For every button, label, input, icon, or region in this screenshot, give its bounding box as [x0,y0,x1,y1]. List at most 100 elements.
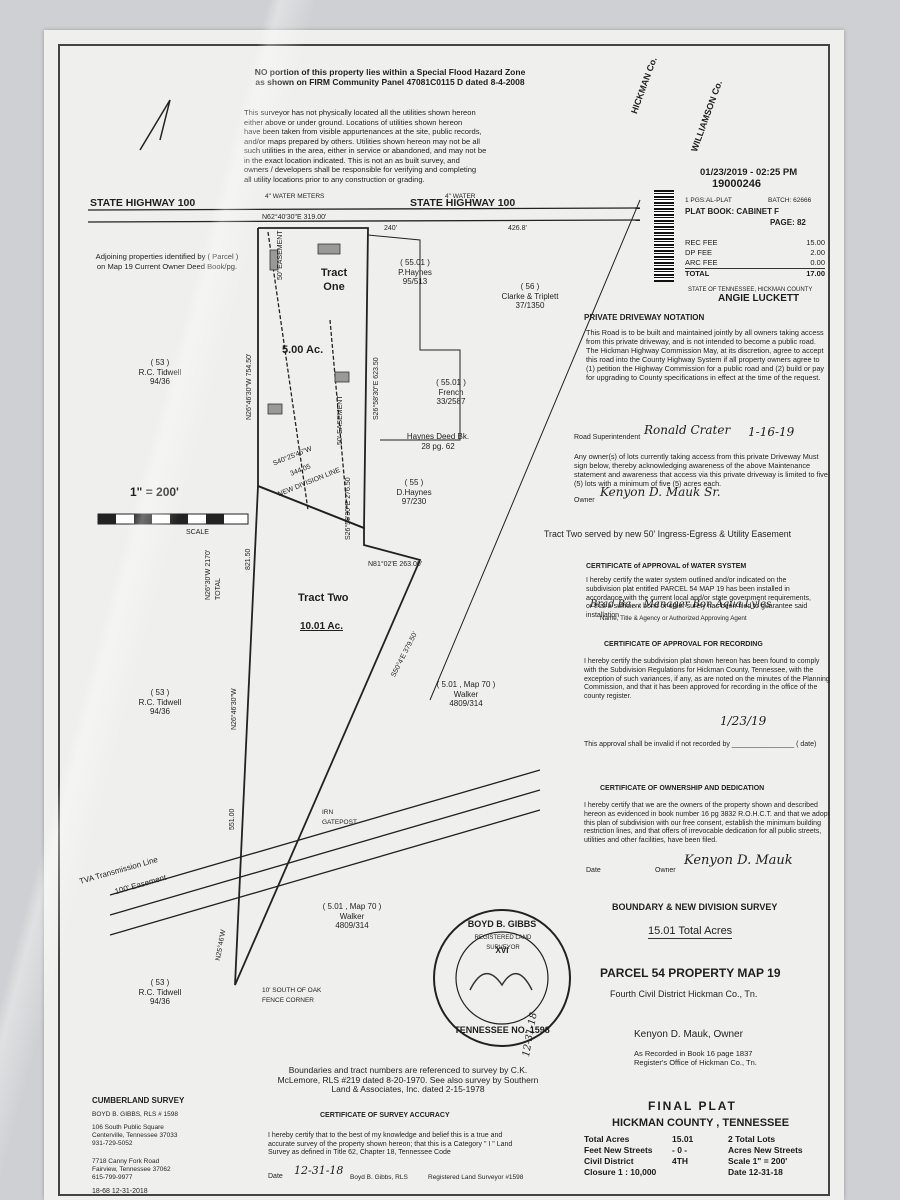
building-3 [334,371,350,383]
utility-note-line: owners / developers shall be responsible… [244,165,477,174]
label-bearing-left2: N26°30'W 2170' TOTAL [205,549,222,600]
cumberland-addr1: 106 South Public Square [92,1124,164,1131]
cumberland-address-1: 106 South Public Square Centerville, Ten… [92,1124,178,1148]
driveway-served: Tract Two served by new 50' Ingress-Egre… [544,529,792,539]
label-clarke: Clarke & Triplett [501,291,559,301]
driveway-owner-label: Owner [574,497,595,504]
cumberland-name: CUMBERLAND SURVEY [92,1096,185,1105]
label-tidwell-c: R.C. Tidwell [138,987,182,997]
cumberland-addr2: Centerville, Tennessee 37033 [92,1132,178,1139]
utility-note-line: such utilities in the area, either in se… [244,146,487,155]
label-parcel-501-b: ( 5.01 , Map 70 ) [322,902,382,911]
label-bearing-mid: S26°58'30"E 623.50 [373,357,380,420]
accuracy-sig-label: Boyd B. Gibbs, RLS [350,1174,408,1181]
label-parcel-tidwell-a: ( 53 ) R.C. Tidwell 94/36 [130,358,190,387]
highway-line-bottom [87,219,641,223]
recording-number: 19000246 [712,178,761,190]
ownership-cert-text: I hereby certify that we are the owners … [584,802,830,845]
tva-line-1 [109,769,541,896]
seal-num: XVI [495,946,509,955]
label-tidwell-b: R.C. Tidwell [138,697,182,707]
cumberland-phone1: 931-729-5052 [92,1140,133,1147]
utility-note: This surveyor has not physically located… [244,108,514,184]
barcode [654,190,674,282]
recording-cert-text: I hereby certify the subdivision plat sh… [584,658,830,701]
accuracy-date-label: Date [268,1173,283,1180]
tva-line-3 [109,809,541,936]
label-adjoining: Adjoining properties identified by ( Par… [95,252,239,271]
ownership-cert-owner-sig: Kenyon D. Mauk [684,853,793,868]
cumberland-addr3: 7718 Canny Fork Road [92,1158,160,1165]
seal-bottom: TENNESSEE NO. 1598 [454,1025,550,1035]
county-line [429,199,641,701]
label-parcel-53-b: ( 53 ) [150,688,170,697]
surveyor-seal [433,909,571,1047]
label-tidwell-b-deed: 94/36 [149,707,171,716]
plat-sheet [44,30,844,1200]
building-4 [267,403,283,415]
final-plat-cell: 15.01 [672,1134,694,1144]
recording-cert-void: This approval shall be invalid if not re… [584,741,817,748]
recording-cert-date: 1/23/19 [720,714,767,728]
flood-note: NO portion of this property lies within … [230,67,550,87]
cumberland-phone2: 615-799-9977 [92,1174,133,1181]
north-arrow [139,99,171,151]
final-plat-cell: Total Acres [584,1134,630,1144]
label-parcel-tidwell-c: ( 53 ) R.C. Tidwell 94/36 [130,978,190,1007]
label-parcel-d-haynes: ( 55 ) D.Haynes 97/230 [384,478,444,507]
utility-note-line: in the exact location indicated. This is… [244,155,460,165]
label-french: French [438,387,464,397]
label-walker-b: Walker [339,911,365,921]
final-plat-cell: Feet New Streets [584,1145,653,1155]
label-d-haynes: D.Haynes [396,487,432,497]
fee-label: ARC FEE [685,258,718,267]
survey-district: Fourth Civil District Hickman Co., Tn. [610,989,758,999]
label-tract-one-acres: 5.00 Ac. [282,344,324,356]
utility-note-line: and/or maps prepared by others. Utilitie… [244,136,480,146]
recording-datetime: 01/23/2019 - 02:25 PM [700,167,798,178]
fee-label: REC FEE [685,238,718,247]
label-parcel-haynes: ( 55.01 ) P.Haynes 95/513 [390,258,440,287]
seal-top: BOYD B. GIBBS [467,919,537,929]
recording-page: PAGE: 82 [770,218,806,227]
final-plat-cell: Closure 1 : 10,000 [584,1167,657,1177]
label-bearing-mid2: S26°58'30"E 276.50 [345,477,352,540]
label-d-haynes-deed: 97/230 [401,497,427,506]
label-water-4: 4" WATER [445,193,476,200]
label-bearing-top: N62°40'30"E 319.00' [262,214,327,221]
survey-total: 15.01 Total Acres [648,925,733,939]
label-french-deed: 33/2587 [436,397,466,406]
final-plat-cell: Acres New Streets [728,1145,803,1155]
label-tract-two: Tract Two [298,592,349,604]
label-parcel-53-a: ( 53 ) [150,358,170,367]
ownership-cert-owner-label: Owner [655,867,676,874]
final-plat-county: HICKMAN COUNTY , TENNESSEE [612,1117,790,1129]
cumberland-footer: 18-68 12-31-2018 [92,1188,148,1195]
label-oak-note: 10' SOUTH OF OAK FENCE CORNER [262,987,322,1004]
label-tract-one: Tract One [320,267,348,293]
label-parcel-55-01-a: ( 55.01 ) [400,258,430,267]
label-dist-426: 426.8' [508,225,527,232]
final-plat-cell: Scale 1" = 200' [728,1156,788,1166]
label-parcel-56: ( 56 ) [520,282,540,291]
final-plat-row: Feet New Streets - 0 - Acres New Streets [584,1145,824,1156]
label-haynes-1: P.Haynes [398,267,432,277]
tract-two-boundary [234,485,422,986]
label-bearing-left3: N26°46'30"W [231,688,238,730]
recording-batch: BATCH: 62666 [768,197,812,204]
survey-type: BOUNDARY & NEW DIVISION SURVEY [612,902,778,912]
label-walker-a: Walker [453,689,479,699]
driveway-owners-text: Any owner(s) of lots currently taking ac… [574,452,828,488]
final-plat-cell: - 0 - [672,1145,688,1155]
survey-recorded2: Register's Office of Hickman Co., Tn. [634,1058,757,1067]
fee-label: DP FEE [685,248,712,257]
label-parcel-501-a: ( 5.01 , Map 70 ) [436,680,496,689]
recording-cert-title: CERTIFICATE OF APPROVAL FOR RECORDING [604,641,763,648]
building-1 [317,243,341,255]
accuracy-reg: Registered Land Surveyor #1598 [428,1174,524,1181]
